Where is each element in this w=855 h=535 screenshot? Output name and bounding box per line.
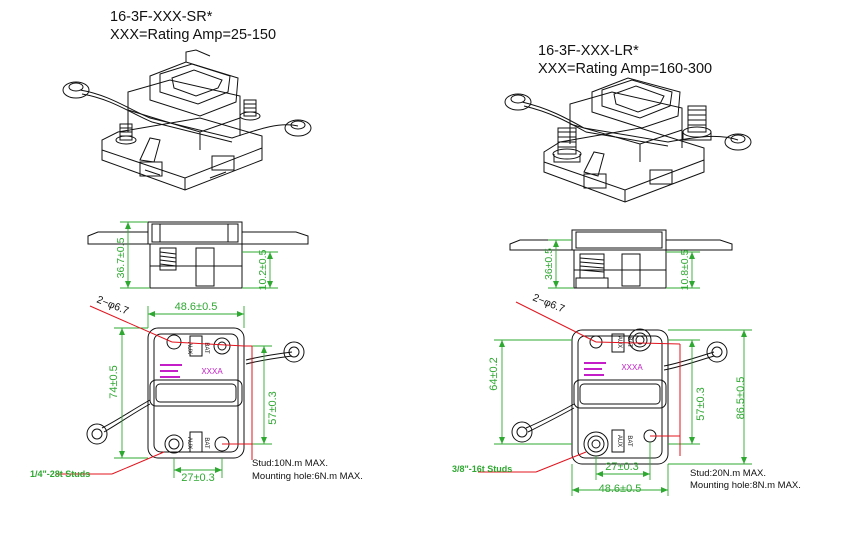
left-isometric-view [62, 49, 312, 191]
left-width-top-dim: 48.6±0.5 [175, 301, 218, 313]
right-side-height-dim: 36±0.5 [543, 248, 555, 280]
right-bat-label-bottom: BAT [626, 435, 632, 447]
right-height-right-dim: 86.5±0.5 [735, 377, 747, 420]
left-aux-label-top: AUX [186, 342, 192, 354]
left-height-right-dim: 57±0.3 [267, 391, 279, 425]
left-face-print [160, 364, 182, 378]
right-model-code: 16-3F-XXX-LR* [538, 43, 639, 59]
right-height-left-dim: 64±0.2 [488, 357, 500, 391]
left-width-bottom-dim: 27±0.3 [181, 472, 215, 484]
right-side-stud-dim: 10.8±0.5 [679, 249, 691, 290]
left-model-code: 16-3F-XXX-SR* [110, 9, 213, 25]
left-face-amp-label: XXXA [201, 367, 223, 376]
right-rating-note: XXX=Rating Amp=160-300 [538, 61, 713, 77]
right-aux-label-bottom: AUX [616, 435, 622, 447]
right-face-print [584, 362, 606, 376]
right-bat-label-top: BAT [626, 336, 632, 348]
right-top-view: XXXA AUX BAT AUX BAT [452, 292, 801, 496]
left-rating-note: XXX=Rating Amp=25-150 [110, 27, 277, 43]
left-bat-label-top: BAT [203, 342, 209, 354]
left-mount-torque: Mounting hole:6N.m MAX. [252, 471, 363, 482]
right-width-bottom-dim: 48.6±0.5 [599, 483, 642, 495]
left-side-view: 36.7±0.5 10.2±0.5 [87, 221, 309, 290]
left-top-view: XXXA AUX BAT AUX BAT [30, 294, 363, 484]
left-hole-callout: 2−φ6.7 [95, 294, 131, 318]
right-isometric-view [504, 77, 752, 203]
left-bat-label-bottom: BAT [203, 437, 209, 449]
right-face-amp-label: XXXA [621, 363, 643, 372]
right-height-inner-dim: 57±0.3 [695, 387, 707, 421]
right-stud-callout: 3/8"-16t Studs [452, 464, 512, 474]
right-width-mid-dim: 27±0.3 [605, 461, 639, 473]
left-stud-torque: Stud:10N.m MAX. [252, 458, 328, 469]
right-stud-torque: Stud:20N.m MAX. [690, 468, 766, 479]
left-stud-callout: 1/4"-28t Studs [30, 469, 90, 479]
left-side-stud-dim: 10.2±0.5 [257, 249, 269, 290]
left-height-left-dim: 74±0.5 [108, 365, 120, 399]
right-aux-label-top: AUX [616, 336, 622, 348]
left-side-height-dim: 36.7±0.5 [115, 237, 127, 278]
left-aux-label-bottom: AUX [186, 437, 192, 449]
right-side-view: 36±0.5 10.8±0.5 [509, 229, 733, 290]
right-mount-torque: Mounting hole:8N.m MAX. [690, 480, 801, 491]
